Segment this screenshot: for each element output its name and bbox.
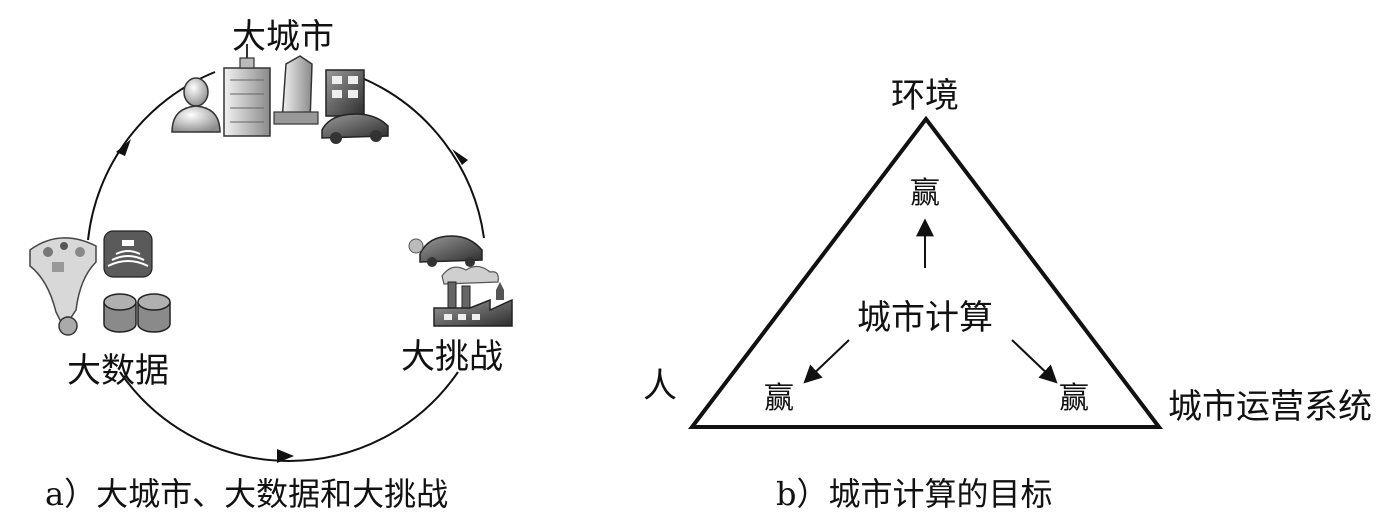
- car-icon: [321, 113, 389, 144]
- win-environment-label: 赢: [910, 176, 940, 211]
- cycle-arrow-left-icon: [116, 139, 131, 156]
- city-icons: [171, 44, 389, 144]
- triangle-diagram: 环境 人 城市运营系统 城市计算 赢 赢 赢 b）城市计算的目标: [643, 76, 1372, 513]
- people-label: 人: [643, 366, 677, 406]
- skyscraper-icon: [223, 44, 271, 137]
- challenge-icons: [408, 235, 513, 327]
- cycle-diagram: 大城市 大数据 大挑战 a）大城市、大数据和大挑战: [29, 17, 513, 513]
- cycle-arc-bottom: [119, 371, 459, 462]
- caption-a: a）大城市、大数据和大挑战: [45, 475, 448, 513]
- data-icons: [29, 230, 171, 336]
- win-system-label: 赢: [1059, 381, 1089, 416]
- city-label: 大城市: [232, 17, 334, 57]
- traffic-car-icon: [408, 235, 483, 267]
- urban-computing-label: 城市计算: [857, 298, 993, 338]
- arrow-right-icon: [1011, 339, 1058, 384]
- win-people-label: 赢: [764, 381, 794, 416]
- goal-triangle: [687, 115, 1164, 429]
- factory-pollution-icon: [433, 265, 513, 327]
- environment-label: 环境: [891, 76, 959, 116]
- cycle-arrow-right-icon: [452, 149, 468, 165]
- tower-icon: [273, 55, 319, 125]
- arrow-left-icon: [803, 339, 850, 384]
- sensor-icon: [103, 230, 153, 278]
- cycle-arrow-bottom-icon: [277, 449, 294, 463]
- big-challenge-label: 大挑战: [401, 337, 503, 377]
- data-funnel-icon: [29, 237, 97, 336]
- database-icon: [103, 293, 171, 333]
- person-icon: [171, 77, 221, 133]
- building-icon: [325, 69, 365, 117]
- caption-b: b）城市计算的目标: [776, 475, 1053, 513]
- cycle-arc-top-right: [361, 77, 485, 239]
- urban-operation-system-label: 城市运营系统: [1168, 387, 1372, 427]
- big-data-label: 大数据: [67, 351, 169, 391]
